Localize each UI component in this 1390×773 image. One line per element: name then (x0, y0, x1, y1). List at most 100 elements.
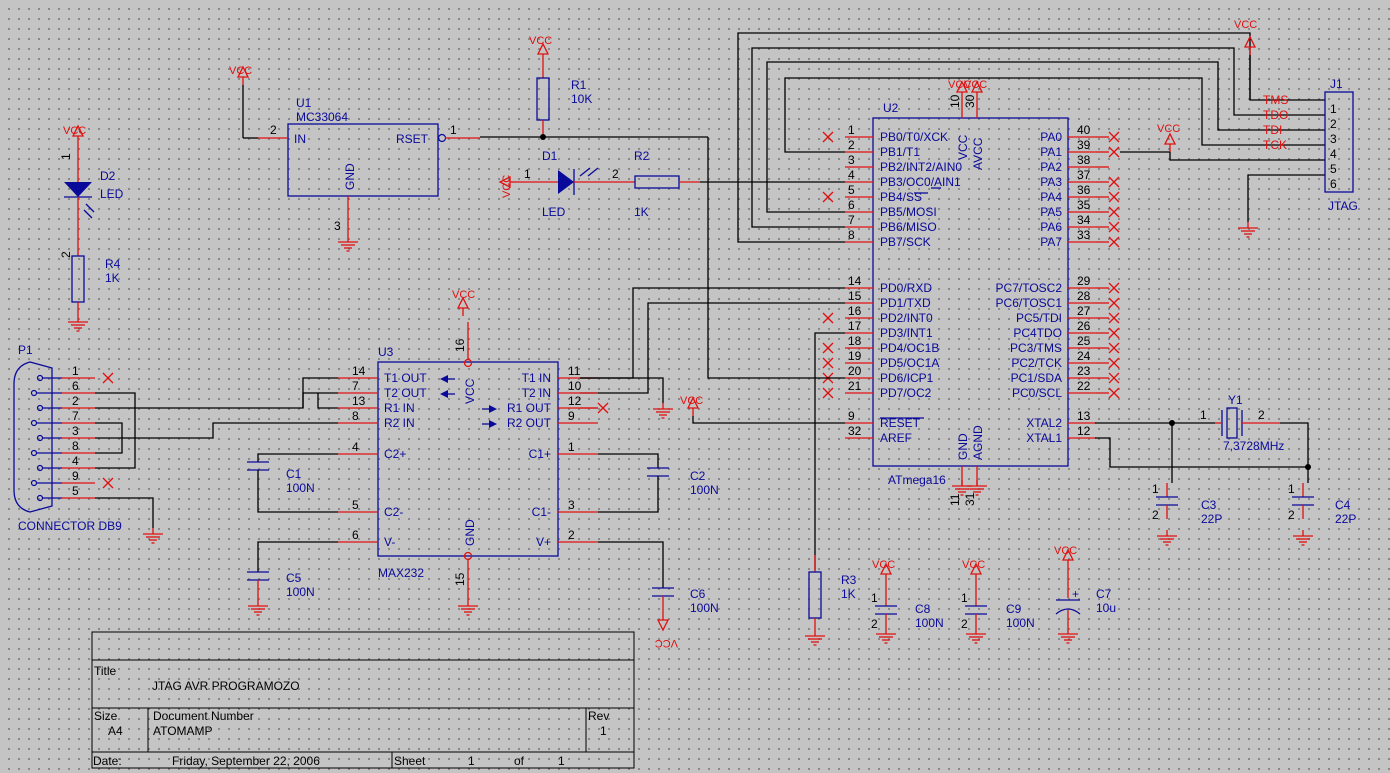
u1-num-reset: 1 (450, 123, 457, 137)
db9-pin8-wire (95, 422, 338, 439)
u1-vcc-label: VCC (229, 65, 252, 77)
u3-vcc-num: 16 (453, 338, 467, 352)
c5-capacitor: C5 100N (247, 541, 338, 616)
u3-pin-num: 11 (568, 364, 581, 378)
u2-pin-num: 27 (1077, 304, 1091, 318)
u3-pin-name: V+ (536, 535, 551, 549)
db9-pin-contact (36, 494, 44, 502)
u2-vcc-label1: VCC (948, 79, 971, 91)
cap-pin-num: 2 (1288, 508, 1295, 522)
u1-num-gnd: 3 (334, 219, 341, 233)
u3-pin-num: 4 (352, 440, 359, 454)
db9-pin-num: 7 (72, 409, 79, 423)
u3-pin-name: R2 IN (384, 416, 415, 430)
no-connect-mark (1108, 221, 1120, 233)
u2-pin-name: PC0/SCL (1012, 386, 1062, 400)
u1-pin-reset: RSET (396, 132, 429, 146)
j1-n1: 1 (1330, 102, 1337, 116)
u2-pin-name: PB7/SCK (880, 235, 931, 249)
u3-gnd-pin: GND (463, 519, 477, 546)
r1in-wire (317, 393, 338, 409)
db9-pin-contact (36, 404, 44, 412)
no-connect-mark (1108, 342, 1120, 354)
u2-vcc-num: 10 (948, 94, 962, 108)
d1-value: LED (542, 205, 566, 219)
p1-ref: P1 (18, 343, 33, 357)
aref-vcc: VCC (680, 395, 845, 424)
txd-wire (580, 302, 845, 394)
u3-pin-num: 13 (352, 394, 366, 408)
db9-pin-num: 1 (72, 364, 79, 378)
u1-part: MC33064 (296, 110, 348, 124)
net-tms: TMS (1263, 93, 1288, 107)
d1-ref: D1 (542, 149, 558, 163)
r3-ref: R3 (841, 573, 857, 587)
no-connect-mark (1108, 282, 1120, 294)
no-connect-mark (1108, 372, 1120, 384)
u2-pin-name: PC1/SDA (1011, 371, 1062, 385)
d2-num1: 1 (59, 153, 73, 160)
size-label: Size (94, 709, 118, 723)
j1-n2: 2 (1330, 117, 1337, 131)
u2-pin-num: 38 (1077, 153, 1091, 167)
j1-jtag-header: J1 JTAG 1 2 3 4 5 6 TMS TDO TDI TCK (1263, 77, 1358, 213)
u2-pin-num: 17 (848, 319, 862, 333)
c6-value: 100N (690, 601, 719, 615)
u2-pin-num: 19 (848, 349, 862, 363)
j1-n4: 4 (1330, 147, 1337, 161)
no-connect-mark (1108, 236, 1120, 248)
u3-pin-name: R1 OUT (507, 401, 552, 415)
u2-pin-name: PD6/ICP1 (880, 371, 934, 385)
u3-ref: U3 (378, 345, 394, 359)
of-value: 1 (558, 754, 565, 768)
u2-pin-name: PA0 (1040, 130, 1062, 144)
u2-gnd-num: 11 (948, 493, 962, 506)
no-connect-mark (1108, 191, 1120, 203)
r3-resistor: R3 1K (804, 555, 857, 646)
cap-pin-num: 2 (961, 617, 968, 631)
u3-pin-name: T2 OUT (384, 386, 427, 400)
y1-crystal: Y1 7,3728MHz 1 2 (1095, 393, 1311, 470)
r3-value: 1K (841, 587, 856, 601)
c8-ref: C8 (915, 602, 931, 616)
u2-pin-num: 36 (1077, 183, 1091, 197)
c8-value: 100N (915, 616, 944, 630)
no-connect-mark (822, 191, 834, 203)
u2-pin-name: PB4/SS (880, 190, 922, 204)
of-label: of (514, 754, 525, 768)
u2-part: ATmega16 (888, 473, 946, 487)
no-connect-mark (1108, 176, 1120, 188)
u2-pin-name: XTAL1 (1026, 431, 1062, 445)
u2-pin-num: 33 (1077, 228, 1091, 242)
c1-capacitor: C1 100N (247, 453, 338, 513)
no-connect-mark (822, 357, 834, 369)
c6-capacitor: VCC C6 100N (598, 541, 719, 649)
u2-pin-name: PB5/MOSI (880, 205, 937, 219)
title-block: Title JTAG AVR PROGRAMOZO Size A4 Docume… (91, 631, 635, 769)
db9-pin-contact (30, 449, 38, 457)
u2-pin-num: 7 (848, 213, 855, 227)
u3-pin-name: C1- (532, 505, 551, 519)
c4-value: 22P (1335, 512, 1356, 526)
db9-pin-num: 6 (72, 379, 79, 393)
u2-pin-name: PA1 (1040, 145, 1062, 159)
u2-pin-name: PC6/TOSC1 (996, 296, 1063, 310)
cap-pin-num: 2 (871, 617, 878, 631)
c9-vcc-label: VCC (962, 559, 985, 571)
u3-pin-name: T2 IN (522, 386, 551, 400)
t2out-wire (302, 392, 338, 408)
u2-pin-name: RESET (880, 416, 921, 430)
u2-pin-num: 8 (848, 228, 855, 242)
u2-pin-name: PB6/MISO (880, 220, 937, 234)
c2-ref: C2 (690, 469, 706, 483)
c6-vcc-label: VCC (655, 637, 678, 649)
u3-pin-num: 6 (352, 528, 359, 542)
u2-vcc-pin: VCC (956, 134, 970, 160)
u2-pin-num: 4 (848, 168, 855, 182)
u2-pin-num: 18 (848, 334, 862, 348)
d1-led: VCC D1 LED 1 (499, 149, 600, 219)
u2-pin-num: 5 (848, 183, 855, 197)
c4-capacitor: C4 22P (1291, 467, 1356, 546)
